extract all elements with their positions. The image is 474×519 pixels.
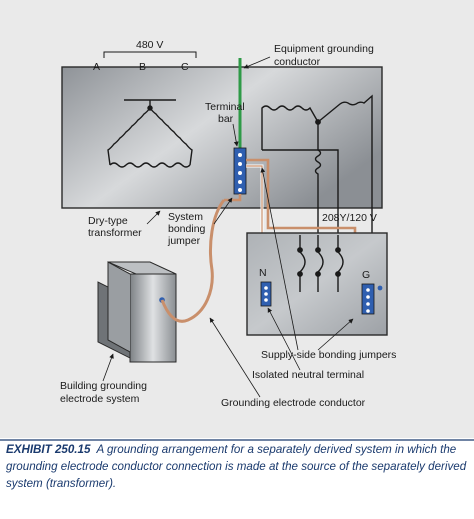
caption-exhibit-number: EXHIBIT 250.15 <box>6 443 91 456</box>
label-phase-a: A <box>93 61 100 73</box>
caption-text: A grounding arrangement for a separately… <box>6 443 467 490</box>
label-voltage-secondary: 208Y/120 V <box>322 212 377 224</box>
label-isolated-neutral: Isolated neutral terminal <box>252 369 364 381</box>
breakers <box>297 235 344 292</box>
label-ground: G <box>362 269 370 281</box>
terminal-bar <box>233 147 247 195</box>
label-supply-side: Supply-side bonding jumpers <box>261 349 396 361</box>
ground-terminal-bar <box>361 283 383 315</box>
primary-delta-winding <box>107 99 193 168</box>
label-phase-b: B <box>139 61 146 73</box>
isolated-neutral-terminal <box>260 281 272 307</box>
label-transformer-line2: transformer <box>88 227 142 239</box>
label-terminal-bar-line2: bar <box>218 113 234 125</box>
label-system-bonding-line2: bonding <box>168 223 206 235</box>
secondary-wye-winding <box>261 94 373 235</box>
label-building-electrode-line2: electrode system <box>60 393 140 405</box>
label-gec: Grounding electrode conductor <box>221 397 366 409</box>
figure-background <box>0 0 474 438</box>
label-building-electrode-line1: Building grounding <box>60 380 147 392</box>
grounding-electrode-conductor <box>160 199 226 323</box>
label-egc-line1: Equipment grounding <box>274 43 374 55</box>
label-phase-c: C <box>181 61 189 73</box>
leader-arrows <box>102 56 354 398</box>
building-steel-beam <box>97 261 177 363</box>
primary-voltage-bracket <box>103 51 197 58</box>
label-terminal-bar-line1: Terminal <box>205 101 245 113</box>
label-neutral: N <box>259 267 267 279</box>
label-system-bonding-line1: System <box>168 211 203 223</box>
transformer-enclosure <box>61 66 383 209</box>
figure-caption: EXHIBIT 250.15 A grounding arrangement f… <box>6 441 468 492</box>
label-egc-line2: conductor <box>274 56 321 68</box>
label-voltage-primary: 480 V <box>136 39 163 51</box>
label-system-bonding-line3: jumper <box>167 235 201 247</box>
label-transformer-line1: Dry-type <box>88 215 128 227</box>
